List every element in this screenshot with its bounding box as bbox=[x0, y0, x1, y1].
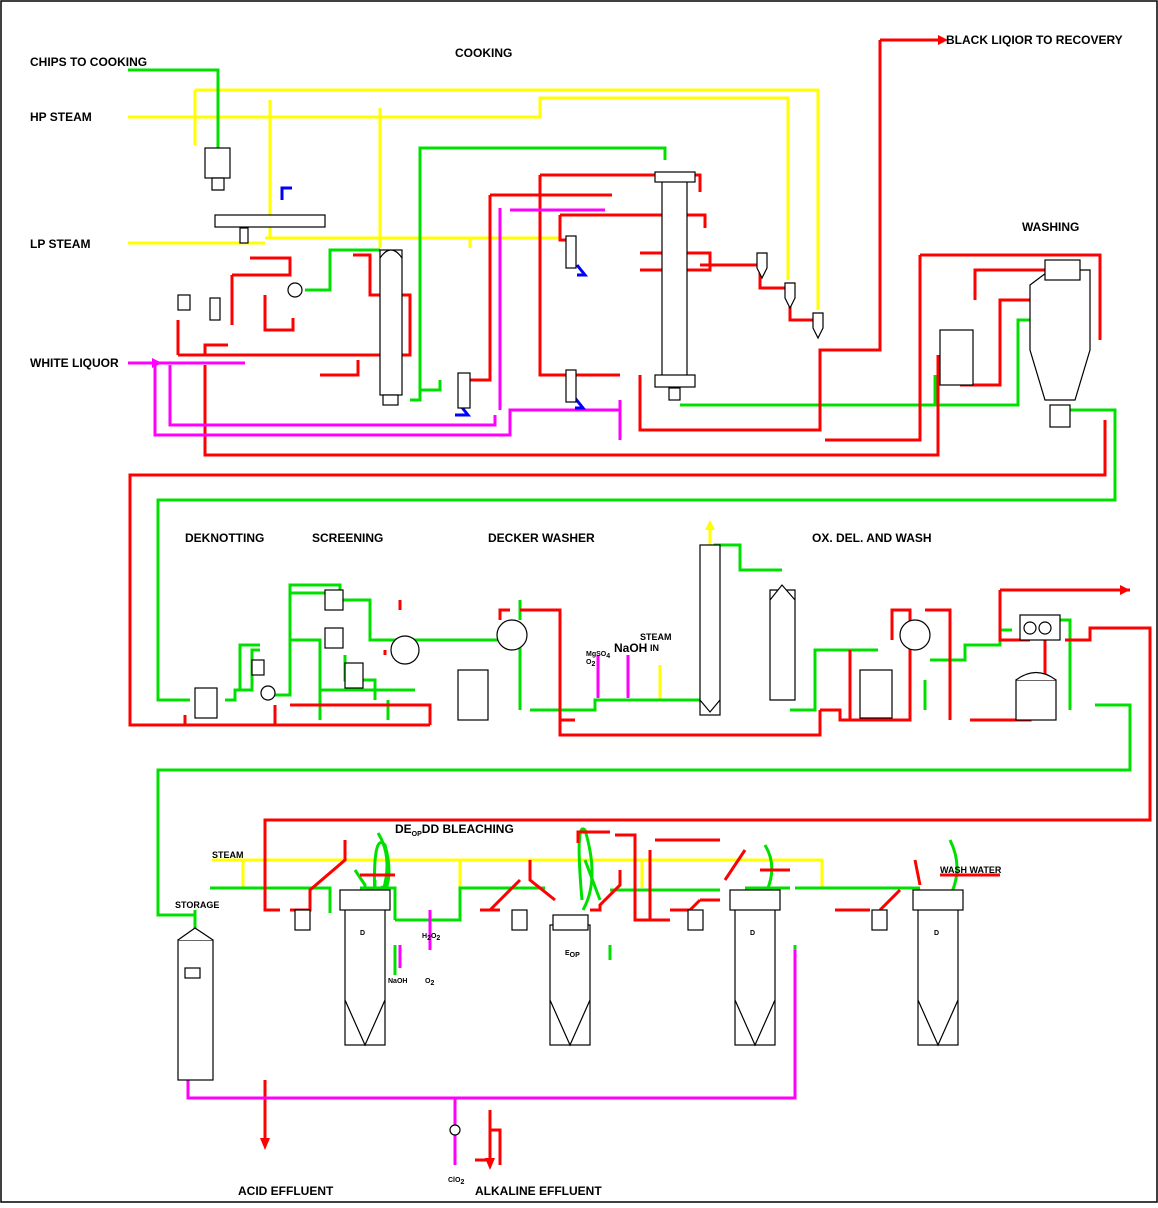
section-ox-del: OX. DEL. AND WASH bbox=[812, 531, 932, 545]
black-liquor-arrow bbox=[938, 35, 948, 45]
hp-steam-line bbox=[128, 96, 790, 280]
input-white-liquor: WHITE LIQUOR bbox=[30, 356, 119, 370]
section-bleaching: DEOPDD BLEACHING bbox=[395, 822, 514, 838]
pulp-lines bbox=[128, 68, 1132, 975]
tower-d1-label: D bbox=[360, 930, 365, 937]
tower-d3-label: D bbox=[934, 930, 939, 937]
section-decker-washer: DECKER WASHER bbox=[488, 531, 595, 545]
section-cooking: COOKING bbox=[455, 46, 512, 60]
label-storage: STORAGE bbox=[175, 900, 219, 910]
bleaching-equipment bbox=[177, 889, 964, 1136]
black-liquor-line bbox=[638, 38, 940, 432]
chip-bin bbox=[214, 214, 326, 228]
input-naoh: NaOH bbox=[614, 641, 647, 655]
input-o2-top: O2 bbox=[586, 659, 595, 668]
liquor-lines bbox=[128, 38, 1152, 1165]
input-lp-steam: LP STEAM bbox=[30, 237, 90, 251]
input-steam-bleach: STEAM bbox=[212, 850, 244, 860]
input-steam-in-2: IN bbox=[650, 643, 659, 653]
input-clo2: ClO2 bbox=[448, 1177, 464, 1186]
oxygen-reactor bbox=[699, 544, 721, 716]
digester bbox=[661, 177, 688, 379]
input-o2-small: O2 bbox=[425, 978, 434, 987]
screening-equipment bbox=[194, 544, 1061, 721]
input-h2o2: H2O2 bbox=[422, 933, 440, 942]
tower-d2-label: D bbox=[750, 930, 755, 937]
arrowheads bbox=[152, 35, 1130, 1170]
acid-arrow bbox=[260, 1138, 270, 1150]
output-black-liquor: BLACK LIQIOR TO RECOVERY bbox=[946, 33, 1123, 47]
cooking-equipment bbox=[177, 147, 824, 409]
input-naoh-small: NaOH bbox=[388, 978, 407, 985]
input-hp-steam: HP STEAM bbox=[30, 110, 92, 124]
steam-lines bbox=[128, 88, 824, 888]
liquor-return bbox=[128, 420, 1107, 727]
input-chips: CHIPS TO COOKING bbox=[30, 55, 147, 69]
chips-line bbox=[128, 68, 220, 150]
to-deknotting bbox=[156, 408, 1117, 702]
storage-tank bbox=[177, 939, 214, 1081]
impregnation-vessel bbox=[379, 249, 403, 396]
section-screening: SCREENING bbox=[312, 531, 383, 545]
bleach-magenta-loop bbox=[186, 950, 797, 1100]
tower-eop-label: EOP bbox=[565, 950, 580, 959]
input-mgso4: MgSO4 bbox=[586, 651, 610, 660]
white-liquor-main bbox=[128, 361, 620, 437]
section-washing: WASHING bbox=[1022, 220, 1079, 234]
section-deknotting: DEKNOTTING bbox=[185, 531, 264, 545]
washing-equipment bbox=[939, 259, 1091, 428]
output-alkaline-effluent: ALKALINE EFFLUENT bbox=[475, 1184, 602, 1198]
output-acid-effluent: ACID EFFLUENT bbox=[238, 1184, 334, 1198]
input-steam-in: STEAM bbox=[640, 632, 672, 642]
diffuser-washer bbox=[1029, 269, 1091, 401]
input-wash-water: WASH WATER bbox=[940, 865, 1002, 875]
alkaline-arrow bbox=[485, 1158, 495, 1170]
